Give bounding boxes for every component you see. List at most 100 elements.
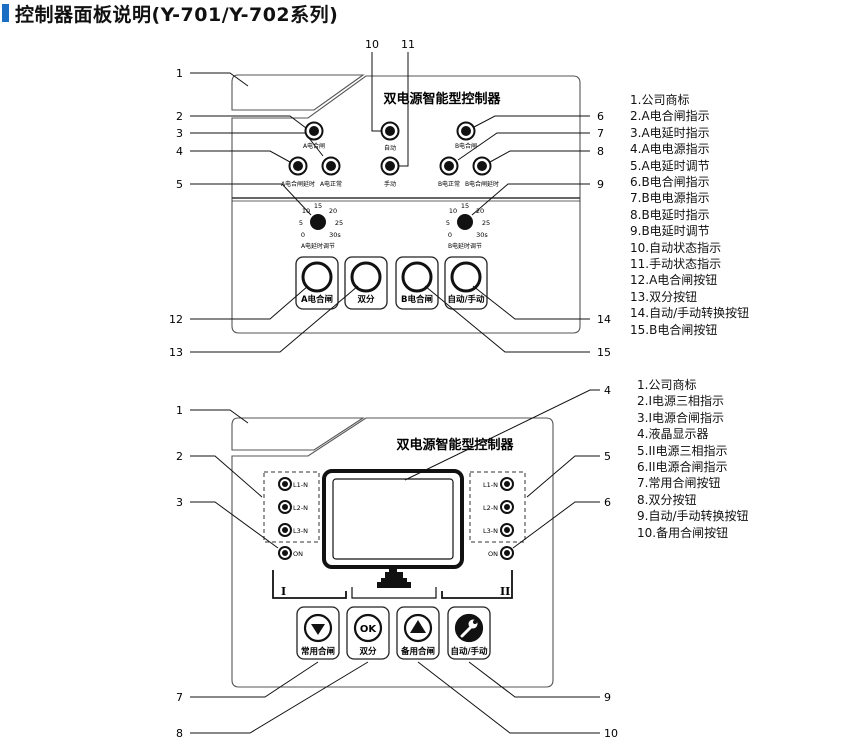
legend-item: 3.I电源合闸指示 <box>637 410 724 425</box>
legend-item: 7.B电电源指示 <box>630 191 710 206</box>
callout-number: 5 <box>604 450 611 463</box>
led-manual-label: 手动 <box>384 180 396 188</box>
page-header: 控制器面板说明(Y-701/Y-702系列) <box>0 0 860 28</box>
button-auto-manual-2[interactable]: 自动/手动 <box>447 606 491 660</box>
knob-b-tick: 0 <box>448 231 452 239</box>
page-title: 控制器面板说明(Y-701/Y-702系列) <box>15 4 339 26</box>
legend-item: 13.双分按钮 <box>630 289 698 304</box>
button-b-close[interactable]: B电合闸 <box>395 256 439 310</box>
load-busbar <box>351 587 437 599</box>
source1-led-l3-label: L3-N <box>293 527 308 535</box>
legend-item: 12.A电合闸按钮 <box>630 273 718 288</box>
knob-b-tick: 15 <box>461 202 469 210</box>
source2-led-l2-label: L2-N <box>483 504 498 512</box>
button-a-close[interactable]: A电合闸 <box>295 256 339 310</box>
knob-b-label: B电延时调节 <box>448 242 482 250</box>
callout-number: 2 <box>176 110 183 123</box>
callout-number: 9 <box>597 178 604 191</box>
knob-a-tick: 20 <box>329 207 337 215</box>
callout-number: 8 <box>597 145 604 158</box>
led-a-close: A电合闸 <box>303 121 325 150</box>
button-b-close-label: B电合闸 <box>401 294 433 305</box>
source1-led-l2-label: L2-N <box>293 504 308 512</box>
legend-item: 6.II电源合闸指示 <box>637 460 728 475</box>
knob-b-tick: 30s <box>476 231 488 239</box>
knob-b[interactable]: 0 5 10 15 20 25 30s B电延时调节 <box>446 202 490 250</box>
button-auto-manual-label: 自动/手动 <box>447 294 485 305</box>
knob-b-tick: 25 <box>482 219 490 227</box>
legend-item: 6.B电合闸指示 <box>630 175 710 190</box>
source2-led-l3-label: L3-N <box>483 527 498 535</box>
legend-item: 10.自动状态指示 <box>630 240 722 255</box>
led-a-close-label: A电合闸 <box>303 142 325 150</box>
up-arrow-icon <box>410 620 426 633</box>
callout-number: 2 <box>176 450 183 463</box>
callout-number: 1 <box>176 404 183 417</box>
legend-item: 4.A电电源指示 <box>630 142 710 157</box>
ok-icon: OK <box>360 624 378 635</box>
panel2-body <box>231 417 554 688</box>
header-accent-bar <box>2 4 9 22</box>
wrench-icon <box>460 619 478 638</box>
legend-item: 5.II电源三相指示 <box>637 443 728 458</box>
callout-number: 4 <box>176 145 183 158</box>
callout-number: 8 <box>176 727 183 740</box>
led-a-close-delay: A电合闸延时 <box>281 156 315 188</box>
knob-a-tick: 0 <box>301 231 305 239</box>
knob-a-tick: 15 <box>314 202 322 210</box>
callout-number: 7 <box>597 127 604 140</box>
panel1-outline <box>231 74 365 111</box>
callout-number: 9 <box>604 691 611 704</box>
source1-led-on: ON <box>278 546 303 560</box>
panel2-callouts: 1 2 3 4 5 6 7 8 9 10 <box>176 384 618 740</box>
led-b-normal: B电正常 <box>438 156 460 188</box>
button-double-open[interactable]: 双分 <box>344 256 388 310</box>
source2-busbar <box>441 570 513 599</box>
source2-label: II <box>500 585 510 598</box>
panel1-leaders <box>190 52 590 353</box>
led-b-close: B电合闸 <box>455 121 477 150</box>
legend-item: 9.B电延时调节 <box>630 224 710 239</box>
legend-item: 11.手动状态指示 <box>630 257 722 272</box>
source2-led-on: ON <box>488 546 514 560</box>
panel2: 双电源智能型控制器 L1-N L2-N L3-N ON L1-N <box>176 384 618 740</box>
knob-a-tick: 5 <box>299 219 303 227</box>
knob-b-tick: 5 <box>446 219 450 227</box>
led-a-normal: A电正常 <box>320 156 342 188</box>
source2-led-l2: L2-N <box>483 500 514 514</box>
button-double-open-2[interactable]: OK 双分 <box>346 606 390 660</box>
legend-item: 14.自动/手动转换按钮 <box>630 306 750 321</box>
led-auto: 自动 <box>380 121 400 152</box>
callout-number: 5 <box>176 178 183 191</box>
legend-item: 8.双分按钮 <box>637 492 697 507</box>
knob-a[interactable]: 0 5 10 15 20 25 30s A电延时调节 <box>299 202 343 250</box>
callout-number: 10 <box>365 38 379 51</box>
legend-item: 2.A电合闸指示 <box>630 109 710 124</box>
source1-led-on-label: ON <box>293 550 303 558</box>
button-auto-manual[interactable]: 自动/手动 <box>444 256 488 310</box>
knob-b-tick: 10 <box>449 207 457 215</box>
generator-icon <box>377 567 411 588</box>
panel1: 双电源智能型控制器 A电合闸 A电合闸延时 A电正常 自动 手动 <box>169 38 611 359</box>
panel2-legend: 1.公司商标 2.I电源三相指示 3.I电源合闸指示 4.液晶显示器 5.II电… <box>637 377 749 541</box>
callout-number: 15 <box>597 346 611 359</box>
button-standby-close[interactable]: 备用合闸 <box>396 606 440 660</box>
source2-led-l1: L1-N <box>483 477 514 491</box>
panel2-outline <box>231 417 365 451</box>
callout-number: 13 <box>169 346 183 359</box>
panel1-callouts: 1 2 3 4 5 6 7 8 9 10 11 12 13 14 15 <box>169 38 611 359</box>
knob-b-tick: 20 <box>476 207 484 215</box>
legend-item: 7.常用合闸按钮 <box>637 476 721 491</box>
panel2-leaders <box>190 389 600 734</box>
legend-item: 10.备用合闸按钮 <box>637 525 729 540</box>
legend-item: 8.B电延时指示 <box>630 207 710 222</box>
legend-item: 1.公司商标 <box>637 378 697 392</box>
led-b-close-delay-label: B电合闸延时 <box>465 180 499 188</box>
button-auto-manual-2-label: 自动/手动 <box>450 646 488 657</box>
led-manual: 手动 <box>380 156 400 188</box>
button-normal-close-label: 常用合闸 <box>301 646 335 657</box>
panel1-legend: 1.公司商标 2.A电合闸指示 3.A电延时指示 4.A电电源指示 5.A电延时… <box>630 92 749 338</box>
button-normal-close[interactable]: 常用合闸 <box>296 606 340 660</box>
legend-item: 15.B电合闸按钮 <box>630 322 718 337</box>
